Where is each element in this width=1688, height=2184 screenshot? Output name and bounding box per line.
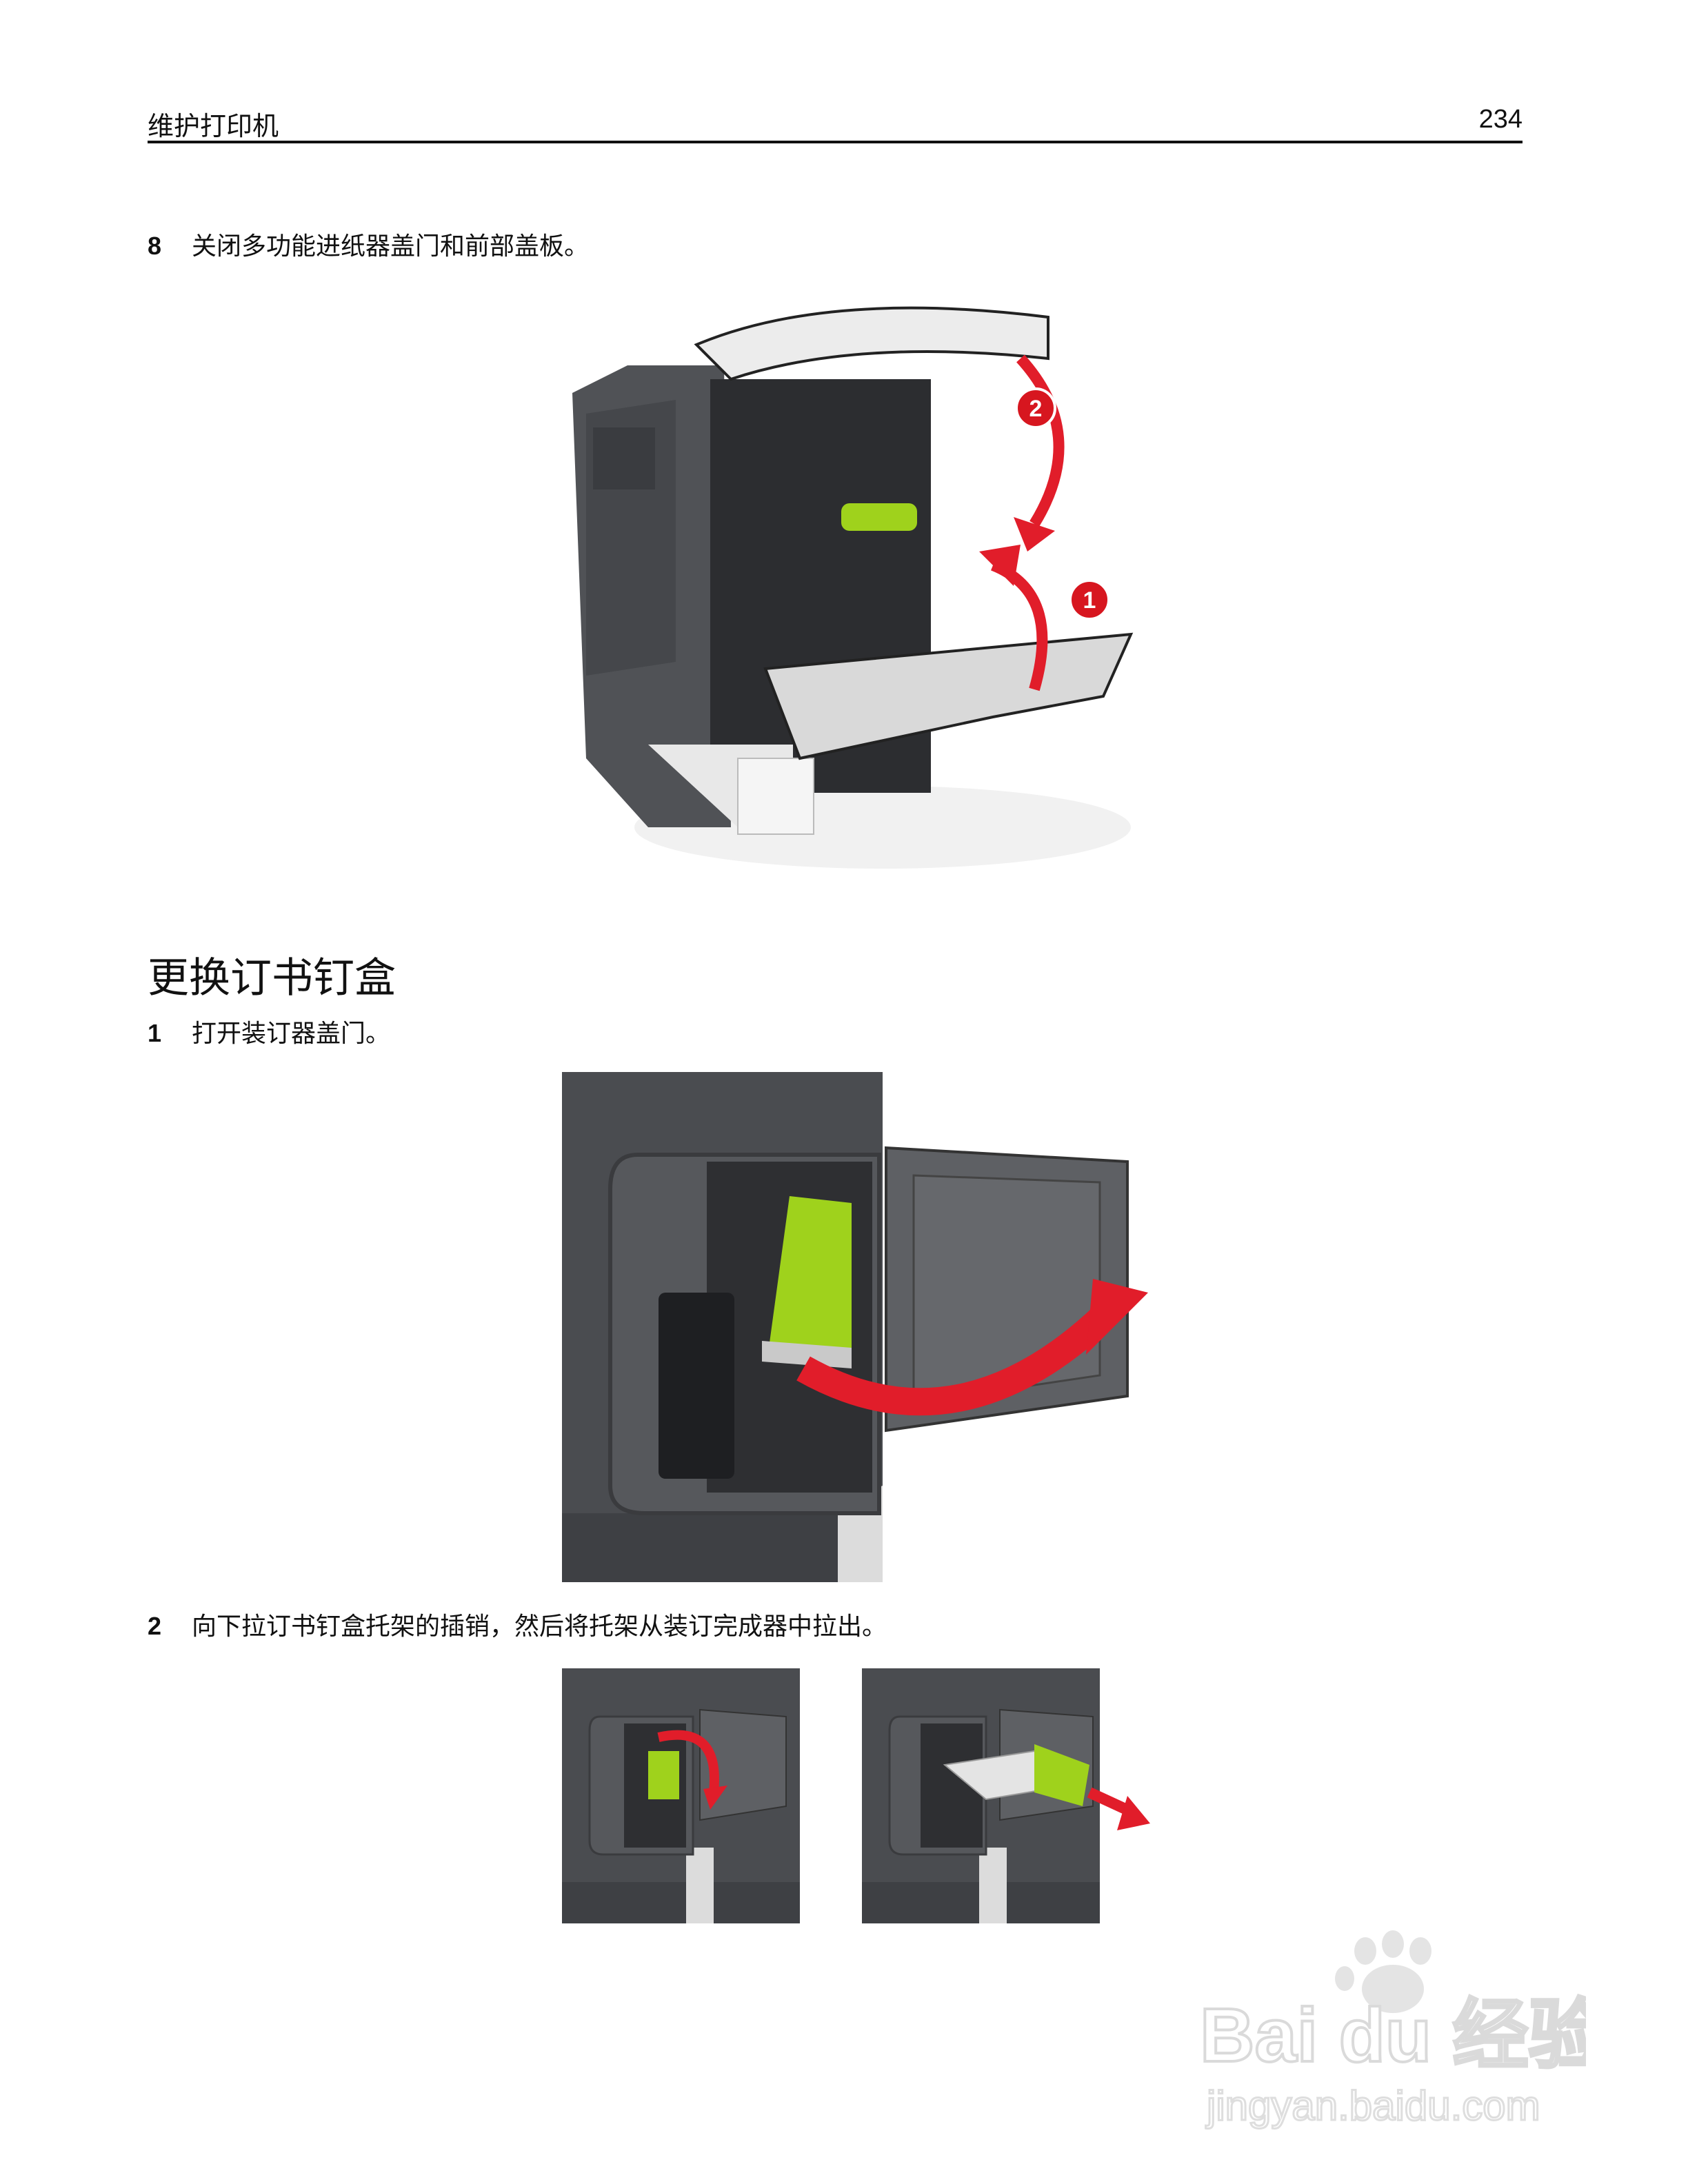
- page-number: 234: [1478, 105, 1523, 134]
- step-1: 1 打开装订器盖门。: [148, 1013, 390, 1049]
- step-number: 2: [148, 1612, 162, 1640]
- remove-holder-illustration: [862, 1668, 1150, 1923]
- header-rule: [148, 141, 1523, 143]
- callout-1-label: 1: [1083, 587, 1096, 614]
- callout-2-label: 2: [1029, 396, 1043, 422]
- watermark-brand: Bai du 经验: [1200, 1993, 1586, 2078]
- step-text: 打开装订器盖门。: [192, 1020, 391, 1048]
- section-title: 更换订书钉盒: [148, 954, 396, 1002]
- watermark-url: jingyan.baidu.com: [1205, 2083, 1540, 2129]
- callout-1: [1069, 579, 1110, 620]
- pull-latch-illustration: [562, 1668, 800, 1923]
- step-2: 2 向下拉订书钉盒托架的插销，然后将托架从装订完成器中拉出。: [148, 1606, 887, 1642]
- close-top-cover-arrow: [1016, 354, 1065, 527]
- green-handle: [841, 503, 917, 531]
- staple-cartridge: [648, 1751, 679, 1799]
- callout-2: [1015, 387, 1056, 429]
- step-number: 1: [148, 1019, 162, 1047]
- header-title: 维护打印机: [148, 111, 279, 141]
- baidu-jingyan-watermark: Bai du 经验 jingyan.baidu.com: [1198, 1930, 1586, 2130]
- open-stapler-door-illustration: [562, 1072, 1148, 1582]
- step-8: 8 关闭多功能进纸器盖门和前部盖板。: [148, 226, 589, 262]
- paw-icon: [1335, 1930, 1431, 2013]
- pull-latch-arrow: [657, 1730, 719, 1793]
- step-text: 向下拉订书钉盒托架的插销，然后将托架从装订完成器中拉出。: [192, 1612, 887, 1641]
- printer-close-covers-illustration: 2 1: [572, 306, 1134, 869]
- open-door-arrow: [796, 1296, 1124, 1416]
- step-text: 关闭多功能进纸器盖门和前部盖板。: [192, 232, 590, 261]
- step-number: 8: [148, 232, 162, 260]
- staple-cartridge: [1034, 1744, 1089, 1806]
- staple-cartridge: [769, 1196, 852, 1362]
